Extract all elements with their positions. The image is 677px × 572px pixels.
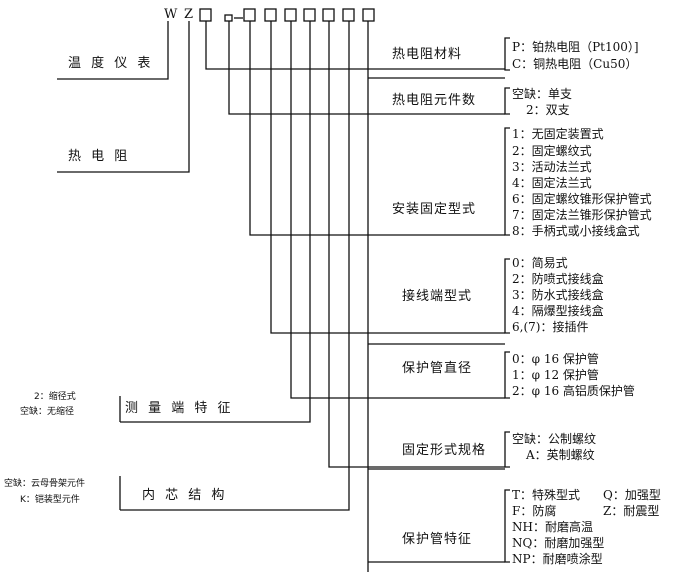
label-thermal-resistance: 热 电 阻: [68, 149, 131, 164]
option-item: F：防腐: [512, 504, 557, 518]
label-inner-core: 内 芯 结 构: [142, 488, 228, 503]
category-element-count: 热电阻元件数: [392, 93, 477, 108]
option-item: 3：防水式接线盒: [512, 288, 604, 302]
code-box: [322, 8, 335, 22]
option-item: 4：隔爆型接线盒: [512, 304, 604, 318]
code-box: [264, 8, 277, 22]
category-tube-diameter: 保护管直径: [402, 361, 473, 376]
code-box: [303, 8, 316, 22]
option-item: 2：固定螺纹式: [512, 144, 592, 158]
option-item: 6,(7)：接插件: [512, 320, 589, 334]
option-item: Z：耐震型: [603, 504, 660, 518]
note-measuring-end-1: 2：缩径式: [34, 392, 76, 402]
option-item: 3：活动法兰式: [512, 160, 592, 174]
option-item: NP：耐磨喷涂型: [512, 552, 603, 566]
note-measuring-end-2: 空缺：无缩径: [20, 407, 75, 417]
code-box-small: [224, 14, 233, 22]
code-box: [362, 8, 375, 22]
label-temperature-instrument: 温 度 仪 表: [68, 56, 154, 71]
option-item: 0：简易式: [512, 256, 568, 270]
option-item: 1：无固定装置式: [512, 127, 604, 141]
code-box: [199, 8, 212, 22]
option-item: A：英制螺纹: [526, 448, 595, 462]
option-item: 2：φ 16 高铝质保护管: [512, 384, 635, 398]
option-item: 4：固定法兰式: [512, 176, 592, 190]
option-item: 8：手柄式或小接线盒式: [512, 224, 640, 238]
code-letter-w: W: [164, 7, 178, 22]
code-box: [284, 8, 297, 22]
category-tube-feature: 保护管特征: [402, 532, 473, 547]
option-item: 7：固定法兰锥形保护管式: [512, 208, 652, 222]
code-box: [342, 8, 355, 22]
note-inner-core-1: 空缺：云母骨架元件: [4, 479, 86, 489]
category-mounting-type: 安装固定型式: [392, 202, 477, 217]
code-box: [243, 8, 256, 22]
category-material: 热电阻材料: [392, 47, 463, 62]
option-item: P：铂热电阻（Pt100）]: [512, 40, 639, 54]
label-measuring-end: 测 量 端 特 征: [125, 401, 234, 416]
option-item: 空缺：公制螺纹: [512, 432, 597, 446]
option-item: 2：防喷式接线盒: [512, 272, 604, 286]
code-letter-z: Z: [184, 7, 194, 22]
option-item: NH：耐磨高温: [512, 520, 593, 534]
option-item: 空缺：单支: [512, 87, 573, 101]
category-fixing-spec: 固定形式规格: [402, 443, 487, 458]
option-item: 1：φ 12 保护管: [512, 368, 599, 382]
option-item: 6：固定螺纹锥形保护管式: [512, 192, 652, 206]
option-item: C：铜热电阻（Cu50）: [512, 57, 638, 71]
option-item: T：特殊型式: [512, 488, 581, 502]
option-item: Q：加强型: [603, 488, 661, 502]
option-item: 0：φ 16 保护管: [512, 352, 599, 366]
option-item: NQ：耐磨加强型: [512, 536, 605, 550]
category-terminal-type: 接线端型式: [402, 289, 473, 304]
option-item: 2：双支: [526, 103, 570, 117]
note-inner-core-2: K：铠装型元件: [20, 495, 80, 505]
